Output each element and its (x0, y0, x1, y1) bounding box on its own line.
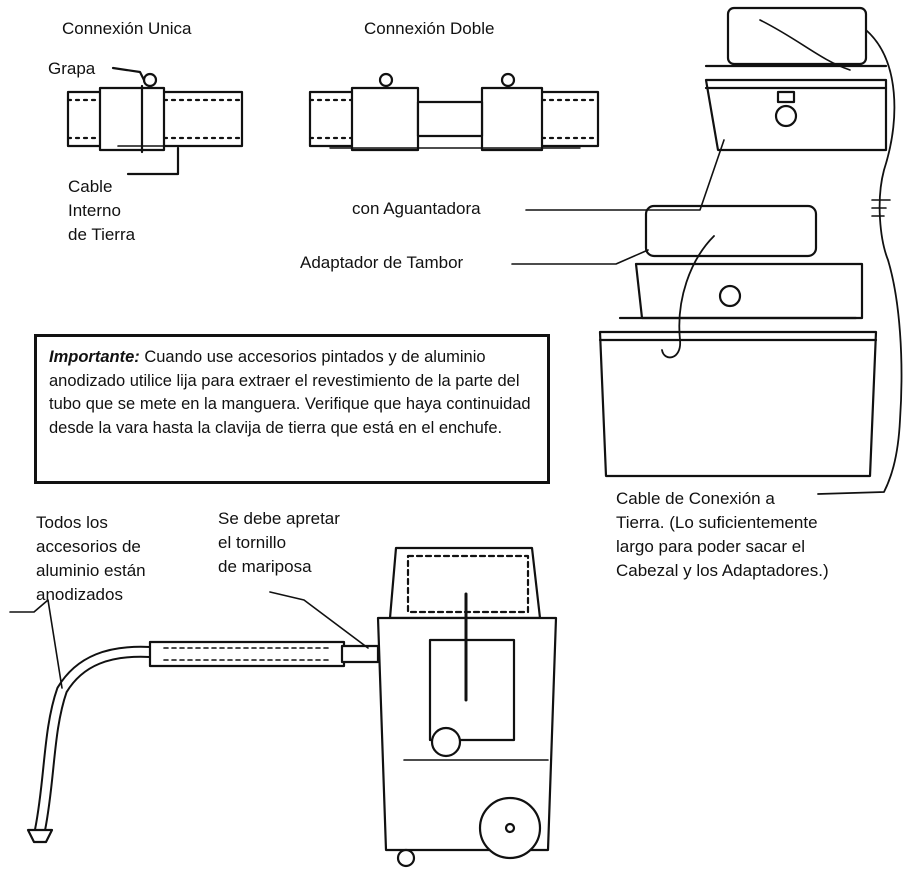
accesorios-line-3: aluminio están (36, 561, 146, 580)
anodizado-leader (9, 599, 63, 689)
grapa-leader (111, 66, 146, 82)
aguantadora-leader (525, 139, 725, 211)
single-connection-title: Connexión Unica (62, 19, 192, 38)
ground-cable (817, 29, 903, 495)
tornillo-line-2: el tornillo (218, 533, 287, 552)
drum-adapter-upper (704, 6, 888, 152)
cable-interno-leader (126, 146, 180, 176)
tornillo-leader (269, 591, 369, 649)
cable-interno-line-2: Interno (68, 201, 121, 220)
cable-conexion-line-1: Cable de Conexión a (616, 489, 775, 508)
note-heading: Importante: (49, 348, 140, 366)
vacuum-canister (376, 546, 558, 868)
tornillo-line-1: Se debe apretar (218, 509, 340, 528)
adaptador-leader (511, 249, 649, 265)
aguantadora-label: con Aguantadora (352, 199, 481, 218)
cable-interno-line-1: Cable (68, 177, 113, 196)
accesorios-line-2: accesorios de (36, 537, 141, 556)
adaptador-tambor-label: Adaptador de Tambor (300, 253, 464, 272)
cable-conexion-line-3: largo para poder sacar el (616, 537, 806, 556)
cable-conexion-line-2: Tierra. (Lo suficientemente (616, 513, 818, 532)
drum-adapter-lower (598, 199, 891, 478)
note-body: Cuando use accesorios pintados y de alum… (49, 348, 531, 437)
cable-interno-line-3: de Tierra (68, 225, 136, 244)
hose-and-wand (26, 640, 380, 844)
important-note: Importante: Cuando use accesorios pintad… (34, 334, 550, 484)
accesorios-line-4: anodizados (36, 585, 123, 604)
tornillo-line-3: de mariposa (218, 557, 312, 576)
single-connection-drawing (66, 72, 244, 154)
cable-conexion-line-4: Cabezal y los Adaptadores.) (616, 561, 829, 580)
accesorios-line-1: Todos los (36, 513, 108, 532)
grapa-label: Grapa (48, 59, 96, 78)
double-connection-title: Connexión Doble (364, 19, 495, 38)
double-connection-drawing (308, 72, 600, 152)
